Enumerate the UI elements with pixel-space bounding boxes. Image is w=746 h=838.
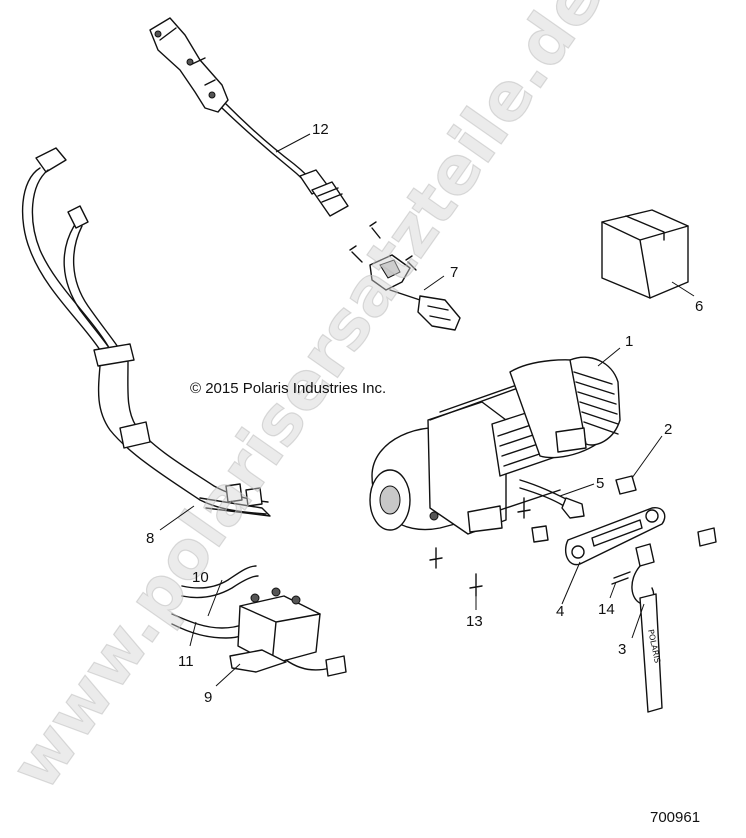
drawing-number: 700961 bbox=[650, 809, 700, 826]
callout-1: 1 bbox=[625, 333, 633, 350]
callout-2: 2 bbox=[664, 421, 672, 438]
part-6-box bbox=[601, 209, 689, 299]
callout-9: 9 bbox=[204, 689, 212, 706]
callout-11: 11 bbox=[178, 653, 194, 670]
part-3-hook-strap bbox=[631, 543, 663, 713]
callout-13: 13 bbox=[466, 613, 483, 630]
fasteners bbox=[429, 475, 717, 597]
callout-3: 3 bbox=[618, 641, 626, 658]
callout-6: 6 bbox=[695, 298, 703, 315]
part-5-cable bbox=[519, 479, 585, 519]
part-12-control-switch bbox=[149, 17, 349, 217]
leader-lines bbox=[159, 133, 695, 687]
callout-5: 5 bbox=[596, 475, 604, 492]
part-1-winch bbox=[369, 356, 621, 535]
copyright-notice: © 2015 Polaris Industries Inc. bbox=[190, 380, 386, 397]
part-8-harness bbox=[21, 147, 271, 517]
callout-10: 10 bbox=[192, 569, 209, 586]
callout-14: 14 bbox=[598, 601, 615, 618]
callout-4: 4 bbox=[556, 603, 564, 620]
callout-12: 12 bbox=[312, 121, 329, 138]
part-4-fairlead bbox=[564, 507, 666, 566]
callout-8: 8 bbox=[146, 530, 154, 547]
part-9-solenoid bbox=[229, 587, 347, 677]
part-7-relay bbox=[349, 221, 461, 331]
callout-7: 7 bbox=[450, 264, 458, 281]
